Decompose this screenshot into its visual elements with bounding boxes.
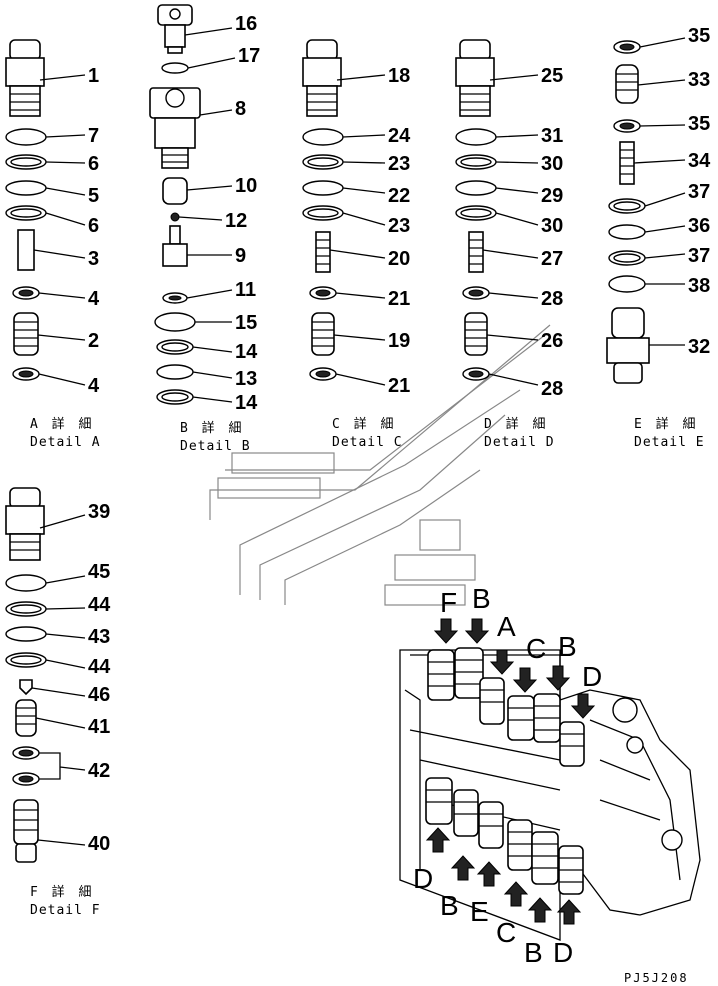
detail-e-callouts: 35 33 35 34 37 36 37 38 32 E 詳 細 Detail …: [634, 25, 711, 450]
callout-13: 13: [235, 368, 257, 390]
view-letter-c: C: [526, 633, 546, 664]
detail-f-jp: F 詳 細: [30, 884, 94, 900]
drawing-code: PJ5J208: [624, 971, 689, 985]
control-valve-assembly: [399, 647, 701, 941]
detail-a-parts: [5, 39, 86, 386]
callout-29: 29: [541, 185, 563, 207]
callout-30: 30: [541, 153, 563, 175]
callout-22: 22: [388, 185, 410, 207]
callout-5: 5: [88, 185, 99, 207]
callout-23: 23: [388, 153, 410, 175]
detail-d-parts: [455, 39, 539, 386]
detail-b-jp: B 詳 細: [180, 420, 244, 436]
view-letter-b2: B: [558, 631, 577, 662]
view-letter-f: F: [440, 587, 457, 618]
detail-a-jp: A 詳 細: [30, 416, 94, 432]
detail-d-callouts: 25 31 30 29 30 27 28 26 28 D 詳 細 Detail …: [484, 65, 563, 450]
callout-4: 4: [88, 288, 100, 310]
callout-2: 2: [88, 330, 99, 352]
callout-3: 3: [88, 248, 99, 270]
callout-18: 18: [388, 65, 410, 87]
detail-b-en: Detail B: [180, 439, 251, 454]
callout-37b: 37: [688, 245, 710, 267]
watermark-logo: [209, 324, 551, 606]
callout-14: 14: [235, 341, 258, 363]
callout-17: 17: [238, 45, 260, 67]
detail-f-en: Detail F: [30, 903, 101, 918]
callout-21b: 21: [388, 375, 410, 397]
callout-39: 39: [88, 501, 110, 523]
callout-12: 12: [225, 210, 247, 232]
view-letter-b: B: [472, 583, 491, 614]
detail-b-parts: [149, 4, 236, 405]
callout-7: 7: [88, 125, 99, 147]
callout-44b: 44: [88, 656, 111, 678]
callout-35b: 35: [688, 113, 710, 135]
view-letter-d-bottom: D: [413, 863, 433, 894]
callout-21: 21: [388, 288, 410, 310]
view-letter-a: A: [497, 611, 516, 642]
detail-c-en: Detail C: [332, 435, 403, 450]
callout-38: 38: [688, 275, 710, 297]
callout-14b: 14: [235, 392, 258, 414]
callout-32: 32: [688, 336, 710, 358]
view-letter-c-bottom: C: [496, 917, 516, 948]
detail-e-en: Detail E: [634, 435, 705, 450]
detail-c-parts: [302, 39, 386, 386]
callout-46: 46: [88, 684, 110, 706]
callout-28b: 28: [541, 378, 563, 400]
callout-6b: 6: [88, 215, 99, 237]
callout-20: 20: [388, 248, 410, 270]
callout-28: 28: [541, 288, 563, 310]
detail-c-callouts: 18 24 23 22 23 20 21 19 21 C 詳 細 Detail …: [332, 65, 411, 450]
view-letter-b-bottom: B: [440, 890, 459, 921]
view-letter-d2-bottom: D: [553, 937, 573, 968]
callout-44: 44: [88, 594, 111, 616]
callout-41: 41: [88, 716, 110, 738]
callout-15: 15: [235, 312, 257, 334]
callout-10: 10: [235, 175, 257, 197]
callout-33: 33: [688, 69, 710, 91]
detail-d-jp: D 詳 細: [484, 416, 548, 432]
detail-e-parts: [606, 37, 686, 384]
callout-16: 16: [235, 13, 257, 35]
callout-45: 45: [88, 561, 110, 583]
callout-43: 43: [88, 626, 110, 648]
callout-36: 36: [688, 215, 710, 237]
callout-37: 37: [688, 181, 710, 203]
detail-a-callouts: 1 7 6 5 6 3 4 2 4 A 詳 細 Detail A: [30, 65, 101, 450]
detail-e-jp: E 詳 細: [634, 416, 698, 432]
detail-f-parts: [5, 487, 86, 863]
callout-25: 25: [541, 65, 563, 87]
callout-6: 6: [88, 153, 99, 175]
callout-11: 11: [235, 279, 256, 301]
callout-19: 19: [388, 330, 410, 352]
detail-b-callouts: 16 17 8 10 12 9 11 15 14 13 14 B 詳 細 Det…: [180, 13, 260, 454]
callout-26: 26: [541, 330, 563, 352]
callout-4b: 4: [88, 375, 100, 397]
callout-30b: 30: [541, 215, 563, 237]
callout-1: 1: [88, 65, 99, 87]
view-letter-d: D: [582, 661, 602, 692]
callout-40: 40: [88, 833, 110, 855]
callout-27: 27: [541, 248, 563, 270]
detail-f-callouts: 39 45 44 43 44 46 41 42 40 F 詳 細 Detail …: [30, 501, 111, 918]
detail-d-en: Detail D: [484, 435, 555, 450]
view-letters: F B A C B D D B E C B D: [413, 583, 602, 968]
callout-31: 31: [541, 125, 563, 147]
detail-c-jp: C 詳 細: [332, 416, 396, 432]
callout-24: 24: [388, 125, 411, 147]
view-letter-b2-bottom: B: [524, 937, 543, 968]
callout-8: 8: [235, 98, 246, 120]
callout-35: 35: [688, 25, 710, 47]
callout-42: 42: [88, 760, 110, 782]
view-letter-e-bottom: E: [470, 896, 489, 927]
detail-a-en: Detail A: [30, 435, 101, 450]
callout-34: 34: [688, 150, 711, 172]
view-arrows: [425, 618, 596, 925]
callout-23b: 23: [388, 215, 410, 237]
callout-9: 9: [235, 245, 246, 267]
